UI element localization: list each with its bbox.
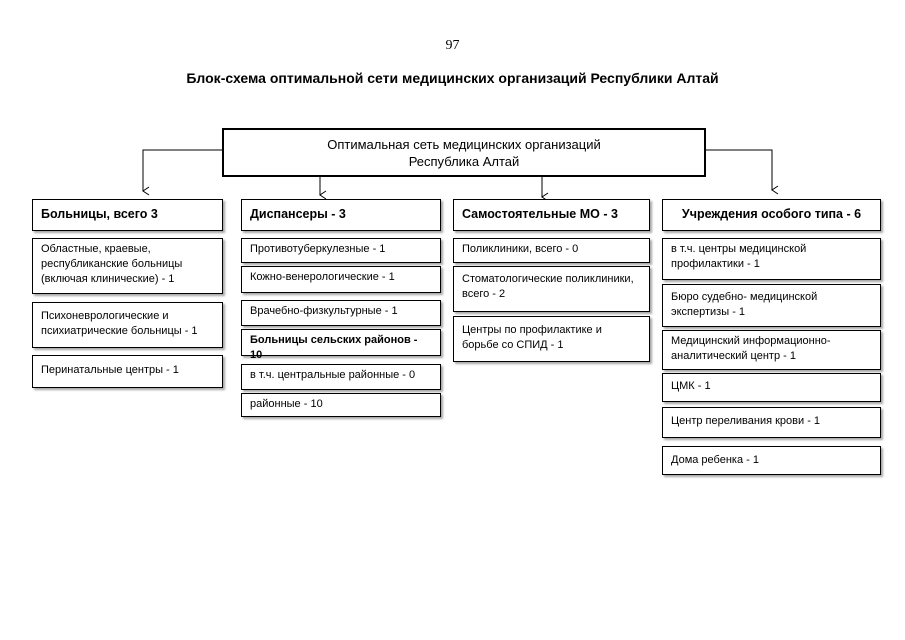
node-cmk: ЦМК - 1 [662,373,881,402]
node-sports-medicine: Врачебно-физкультурные - 1 [241,300,441,326]
node-central-district-hospitals: в т.ч. центральные районные - 0 [241,364,441,390]
node-polyclinics: Поликлиники, всего - 0 [453,238,650,263]
node-orphanages: Дома ребенка - 1 [662,446,881,475]
node-regional-hospitals: Областные, краевые, республиканские боль… [32,238,223,294]
node-prevention-centers: в т.ч. центры медицинской профилактики -… [662,238,881,280]
node-forensic-bureau: Бюро судебно- медицинской экспертизы - 1 [662,284,881,327]
column-header-special-institutions: Учреждения особого типа - 6 [662,199,881,231]
connector-arrow [706,149,779,195]
node-perinatal-centers: Перинатальные центры - 1 [32,355,223,388]
node-district-hospitals: районные - 10 [241,393,441,417]
connector-arrow [142,149,222,196]
node-psychiatric-hospitals: Психоневрологические и психиатрические б… [32,302,223,348]
diagram-title: Блок-схема оптимальной сети медицинских … [186,70,719,86]
node-dental-polyclinics: Стоматологические поликлиники, всего - 2 [453,266,650,312]
node-blood-transfusion: Центр переливания крови - 1 [662,407,881,438]
node-aids-centers: Центры по профилактике и борьбе со СПИД … [453,316,650,362]
column-header-independent-mo: Самостоятельные МО - 3 [453,199,650,231]
node-medical-info-center: Медицинский информационно-аналитический … [662,330,881,370]
node-dermatovenereology: Кожно-венерологические - 1 [241,266,441,293]
node-tuberculosis: Противотуберкулезные - 1 [241,238,441,263]
page-number: 97 [445,38,460,53]
node-rural-hospitals: Больницы сельских районов - 10 [241,329,441,361]
column-header-dispensaries: Диспансеры - 3 [241,199,441,231]
root-node: Оптимальная сеть медицинских организаций… [222,128,706,177]
column-header-hospitals: Больницы, всего 3 [32,199,223,231]
